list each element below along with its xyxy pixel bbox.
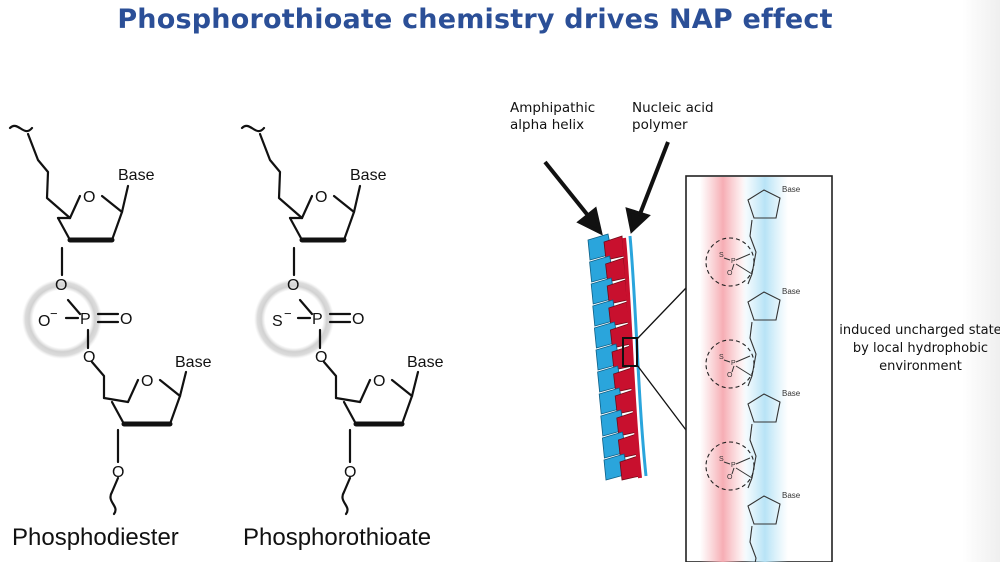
inset-sugar-ring — [747, 393, 781, 423]
base-label-top: Base — [350, 167, 387, 184]
inset-backbone — [749, 525, 757, 562]
inset-uncharged-group-circle — [705, 339, 755, 389]
slide-edge-shadow — [962, 0, 1000, 562]
ring-oxygen-label: O — [315, 189, 327, 206]
inset-uncharged-group-circle — [705, 441, 755, 491]
helix-arrowhead — [576, 206, 603, 236]
polymer-callout-label: Nucleic acid polymer — [632, 100, 714, 133]
zoom-line-bottom — [636, 364, 687, 431]
slide-title: Phosphorothioate chemistry drives NAP ef… — [117, 4, 833, 35]
inset-phosphate-bonds — [723, 457, 753, 479]
uncharged-state-note: induced uncharged state by local hydroph… — [839, 323, 1000, 374]
charged-atom-label: O — [38, 313, 50, 330]
inset-backbone — [747, 219, 757, 285]
inset-sulfur-label: S — [719, 252, 724, 259]
phosphorus-label: P — [312, 311, 323, 328]
inset-base-label: Base — [782, 491, 801, 500]
phosphodiester-atom-labels: Base O O O − P O O Base O O — [38, 167, 212, 481]
helix-callout-arrow — [543, 160, 592, 220]
inset-base-label: Base — [782, 389, 801, 398]
charged-atom-label: S — [272, 313, 283, 330]
phosphorothioate-label: Phosphorothioate — [243, 524, 432, 551]
polymer-callout-arrow — [638, 141, 670, 215]
zoom-line-top — [636, 287, 687, 340]
inset-sugar-ring — [747, 189, 781, 219]
terminal-oxygen-label: O — [344, 464, 356, 481]
inset-uncharged-group-circle — [705, 237, 755, 287]
inset-oxygen-label: O — [727, 270, 733, 277]
base-label-top: Base — [118, 167, 155, 184]
bridging-oxygen-label: O — [55, 277, 67, 294]
inset-oxygen-label: O — [727, 474, 733, 481]
phosphorothioate-structure — [240, 124, 420, 516]
charge-highlight-halo — [22, 279, 102, 359]
ring-oxygen-label-lower: O — [141, 373, 153, 390]
zoom-region-box — [622, 337, 638, 367]
base-label-bottom: Base — [175, 354, 212, 371]
ring-oxygen-label: O — [83, 189, 95, 206]
double-bond-oxygen-label: O — [120, 311, 132, 328]
inset-oxygen-label: O — [727, 372, 733, 379]
inset-sulfur-label: S — [719, 354, 724, 361]
callout-arrows — [543, 141, 670, 236]
phosphorothioate-atom-labels: Base O O S − P O O Base O O — [272, 167, 444, 481]
inset-phosphorus-label: P — [731, 360, 736, 367]
inset-phosphate-bonds — [723, 253, 753, 275]
bridging-oxygen-label-lower: O — [315, 349, 327, 366]
inset-phosphorus-label: P — [731, 462, 736, 469]
helix-callout-label: Amphipathic alpha helix — [510, 100, 596, 133]
hydrophobic-band — [700, 177, 746, 562]
charge-highlight-halo — [254, 279, 334, 359]
bridging-oxygen-label-lower: O — [83, 349, 95, 366]
negative-charge-label: − — [284, 306, 292, 321]
inset-sugar-ring — [747, 291, 781, 321]
terminal-oxygen-label: O — [112, 464, 124, 481]
phosphodiester-structure — [8, 124, 188, 516]
amphipathic-alpha-helix — [587, 233, 641, 481]
hydrophilic-band — [742, 177, 788, 562]
inset-base-label: Base — [782, 185, 801, 194]
inset-phosphate-bonds — [723, 355, 753, 377]
inset-phosphorus-label: P — [731, 258, 736, 265]
ring-oxygen-label-lower: O — [373, 373, 385, 390]
bridging-oxygen-label: O — [287, 277, 299, 294]
inset-sulfur-label: S — [719, 456, 724, 463]
phosphodiester-label: Phosphodiester — [12, 524, 179, 551]
negative-charge-label: − — [50, 306, 58, 321]
inset-backbone — [747, 321, 757, 387]
double-bond-oxygen-label: O — [352, 311, 364, 328]
inset-base-label: Base — [782, 287, 801, 296]
inset-sugar-ring — [747, 495, 781, 525]
base-label-bottom: Base — [407, 354, 444, 371]
inset-backbone — [747, 423, 757, 489]
polymer-arrowhead — [625, 207, 651, 234]
phosphorus-label: P — [80, 311, 91, 328]
